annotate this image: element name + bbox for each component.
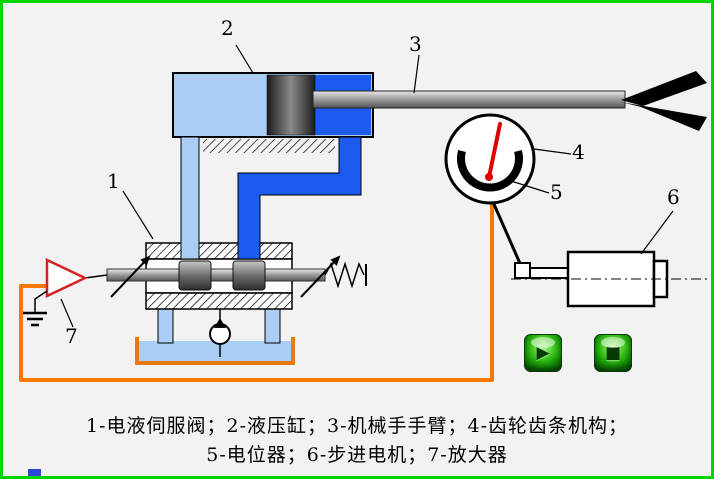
label-5-potentiometer: 5: [550, 180, 563, 204]
stop-button[interactable]: ■: [594, 334, 632, 372]
potentiometer-needle: [487, 122, 502, 179]
amplifier-symbol: [45, 258, 108, 298]
hydraulic-cylinder: [172, 72, 374, 138]
leader-4: [533, 148, 572, 155]
manipulator-arm: [312, 90, 626, 109]
valve-spool: [106, 260, 326, 291]
gear-arc: [457, 149, 523, 192]
leader-3: [413, 54, 420, 94]
leader-2: [235, 44, 254, 74]
bottom-left-blue-mark: [28, 469, 41, 476]
pipe-blue-z: [237, 136, 362, 260]
label-1-servo-valve: 1: [107, 169, 120, 193]
caption-line-2: 5-电位器；6-步进电机；7-放大器: [206, 444, 508, 466]
ground-symbol: [23, 290, 48, 327]
stop-icon: ■: [604, 342, 622, 363]
oil-tank: [135, 337, 295, 365]
leader-6: [640, 210, 674, 255]
drain-pipes: [157, 308, 281, 344]
solenoid-arrow-left: [110, 255, 151, 298]
pipe-left-light-blue: [180, 136, 200, 260]
diagram-svg: [19, 44, 710, 382]
leader-lines: [60, 44, 674, 328]
label-6-stepper-motor: 6: [667, 185, 680, 209]
stepper-motor: [511, 250, 710, 308]
gripper: [621, 71, 707, 131]
caption-line-1: 1-电液伺服阀；2-液压缸；3-机械手手臂；4-齿轮齿条机构；: [85, 415, 629, 437]
solenoid-arrow-right: [300, 255, 341, 298]
feedback-wire: [19, 202, 494, 382]
play-icon: ▶: [536, 342, 550, 363]
label-3-arm: 3: [409, 32, 422, 56]
leader-1: [122, 190, 154, 240]
piston: [266, 74, 316, 136]
gear-rack-wheel: [444, 113, 536, 205]
pump-symbol: [209, 309, 231, 357]
label-2-cylinder: 2: [221, 16, 234, 40]
label-7-amplifier: 7: [65, 324, 78, 348]
motor-linkage: [491, 201, 569, 279]
leader-7: [60, 298, 74, 328]
label-4-gear-rack: 4: [572, 140, 585, 164]
play-button[interactable]: ▶: [524, 334, 562, 372]
leader-5: [510, 180, 550, 194]
return-spring: [324, 261, 367, 289]
cylinder-mount-hatch: [203, 139, 335, 153]
